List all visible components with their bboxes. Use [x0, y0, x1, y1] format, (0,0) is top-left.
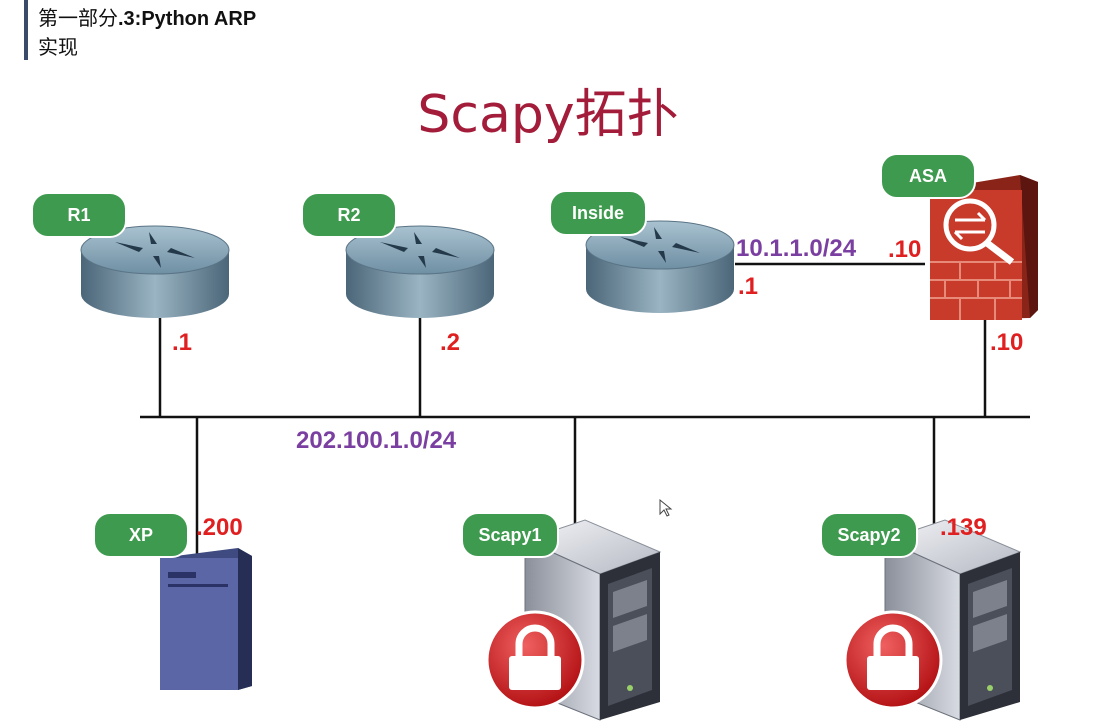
- xp-pc-icon: [160, 548, 252, 690]
- ip-inside: .1: [738, 273, 758, 300]
- network-lan: 202.100.1.0/24: [296, 427, 457, 454]
- scapy1-lock-icon: [487, 612, 583, 708]
- ip-xp: .200: [196, 514, 243, 541]
- tag-r2: R2: [302, 193, 396, 237]
- tag-r1-label: R1: [67, 205, 90, 225]
- tag-r2-label: R2: [337, 205, 360, 225]
- scapy2-lock-icon: [845, 612, 941, 708]
- ip-asa-inside: .10: [888, 236, 921, 263]
- router-r1-icon: [81, 226, 229, 318]
- tag-inside: Inside: [550, 191, 646, 235]
- router-r2-icon: [346, 226, 494, 318]
- ip-scapy2: .139: [940, 514, 987, 541]
- tag-scapy1: Scapy1: [462, 513, 558, 557]
- tag-scapy2: Scapy2: [821, 513, 917, 557]
- network-inside: 10.1.1.0/24: [736, 235, 857, 262]
- tag-r1: R1: [32, 193, 126, 237]
- tag-asa-label: ASA: [909, 166, 947, 186]
- tag-asa: ASA: [881, 154, 975, 198]
- tag-xp-label: XP: [129, 525, 153, 545]
- ip-r2: .2: [440, 329, 460, 356]
- ip-r1: .1: [172, 329, 192, 356]
- tag-scapy2-label: Scapy2: [837, 525, 900, 545]
- mouse-cursor-icon: [660, 500, 671, 516]
- tag-xp: XP: [94, 513, 188, 557]
- tag-scapy1-label: Scapy1: [478, 525, 541, 545]
- tag-inside-label: Inside: [572, 203, 624, 223]
- ip-asa-outside: .10: [990, 329, 1023, 356]
